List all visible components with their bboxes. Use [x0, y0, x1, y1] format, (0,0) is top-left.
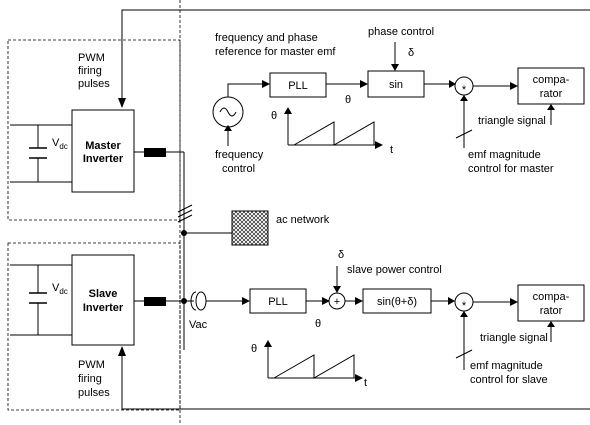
master-vdc-label: Vdc [52, 137, 68, 151]
vac-label: Vac [189, 319, 208, 331]
master-t-label: t [390, 144, 393, 156]
master-pll-block [269, 72, 327, 98]
freq-control-label-2: control [222, 163, 255, 175]
slave-pll-label: PLL [268, 296, 288, 308]
slave-comparator-label-2: rator [540, 305, 563, 317]
slave-pwm-feedback-line [121, 355, 590, 410]
pll-to-sum-arrowhead [322, 297, 330, 305]
freq-control-label-1: frequency [215, 149, 264, 161]
slave-emf-slash [455, 349, 473, 359]
phase-control-arrowhead [391, 64, 399, 71]
master-emf-arrowhead [460, 95, 468, 101]
slave-comparator-label-1: compa- [533, 291, 570, 303]
master-triangle-label: triangle signal [478, 115, 546, 127]
voltage-sensor-icon [195, 291, 207, 311]
slave-pll-block [249, 288, 307, 314]
slave-t-label: t [364, 377, 367, 389]
sensor-to-pll-arrowhead [242, 297, 250, 305]
freq-phase-ref-label-2: reference for master emf [215, 46, 336, 58]
freq-control-arrowhead [224, 125, 232, 131]
slave-mult-to-comp-arrowhead [510, 298, 518, 306]
master-inverter-label-2: Inverter [83, 153, 124, 165]
master-inductor [144, 148, 166, 157]
slave-plus-sign: + [334, 296, 340, 308]
master-firing-label: firing [78, 65, 102, 77]
slave-inverter-box [71, 254, 135, 346]
sin-to-slave-mult-arrowhead [448, 297, 455, 305]
slave-multiplier-label: * [462, 300, 467, 312]
slave-time-axis-arrowhead [355, 374, 363, 382]
slave-pulses-label: pulses [78, 387, 110, 399]
source-to-pll-line [227, 83, 266, 97]
master-sin-block [367, 70, 425, 98]
ac-network-label: ac network [276, 214, 330, 226]
master-pwm-feedback-line [121, 9, 590, 100]
freq-phase-ref-label-1: frequency and phase [215, 32, 318, 44]
sum-to-sin-arrowhead [355, 297, 363, 305]
master-comparator-label-1: compa- [533, 74, 570, 86]
sine-wave-icon [219, 107, 237, 117]
sin-to-mult-arrowhead [449, 80, 456, 88]
master-theta-label: θ [345, 94, 351, 106]
triangle-to-comp-arrowhead [547, 104, 555, 110]
master-theta-axis-label: θ [271, 110, 277, 122]
master-pulses-label: pulses [78, 78, 110, 90]
mult-to-comp-arrowhead [510, 82, 518, 90]
slave-section: Vdc Slave Inverter PWM firing pulses [7, 242, 590, 411]
slave-triangle-to-comp-arrowhead [547, 321, 555, 327]
slave-triangle-label: triangle signal [480, 332, 548, 344]
slave-theta-axis-label: θ [251, 343, 257, 355]
slave-emf-label-2: control for slave [470, 374, 548, 386]
slave-theta-label: θ [315, 318, 321, 330]
slave-comparator-block [517, 284, 585, 322]
master-pwm-label: PWM [78, 52, 105, 64]
master-comparator-block [517, 67, 585, 105]
slave-firing-label: firing [78, 373, 102, 385]
master-emf-label-1: emf magnitude [468, 149, 541, 161]
slave-pwm-arrowhead [118, 346, 126, 356]
master-control-chain: frequency and phase reference for master… [212, 26, 585, 175]
master-inverter-box [71, 109, 135, 193]
master-pll-label: PLL [288, 80, 308, 92]
master-time-axis-arrowhead [375, 141, 383, 149]
phase-control-label: phase control [368, 26, 434, 38]
slave-vdc-label: Vdc [52, 282, 68, 296]
slave-delta-arrowhead [333, 286, 341, 293]
master-comparator-label-2: rator [540, 88, 563, 100]
slave-sawtooth [273, 354, 355, 379]
master-sawtooth [293, 121, 375, 146]
slave-emf-arrowhead [460, 311, 468, 317]
three-phase-marks [177, 204, 193, 223]
master-inverter-label-1: Master [85, 140, 121, 152]
master-theta-axis-arrowhead [284, 107, 292, 114]
slave-inductor [144, 297, 166, 306]
source-to-pll-arrowhead [262, 80, 270, 88]
slave-theta-axis-arrowhead [264, 340, 272, 347]
slave-emf-label-1: emf magnitude [470, 360, 543, 372]
slave-control-chain: Vac PLL θ + δ slave power control sin(θ+… [184, 249, 585, 389]
slave-power-control-label: slave power control [347, 264, 442, 276]
slave-sin-block [362, 288, 432, 314]
slave-pwm-label: PWM [78, 359, 105, 371]
master-multiplier-label: * [462, 84, 467, 96]
voltage-sensor-arc [190, 291, 197, 311]
slave-inverter-label-2: Inverter [83, 302, 124, 314]
master-emf-label-2: control for master [468, 163, 554, 175]
master-pwm-arrowhead [118, 98, 126, 108]
master-section: PWM firing pulses Vdc Master Inverter [7, 9, 590, 350]
master-emf-slash [455, 129, 473, 139]
slave-dashed-box [7, 242, 181, 411]
pll-to-sin-arrowhead [360, 80, 368, 88]
ac-network-block [231, 210, 269, 246]
slave-delta-label: δ [338, 249, 344, 261]
master-delta-label: δ [408, 47, 414, 59]
slave-inverter-label-1: Slave [89, 288, 118, 300]
master-sin-label: sin [389, 79, 403, 91]
slave-sin-label: sin(θ+δ) [377, 296, 417, 308]
ac-network-section: ac network [181, 210, 330, 246]
